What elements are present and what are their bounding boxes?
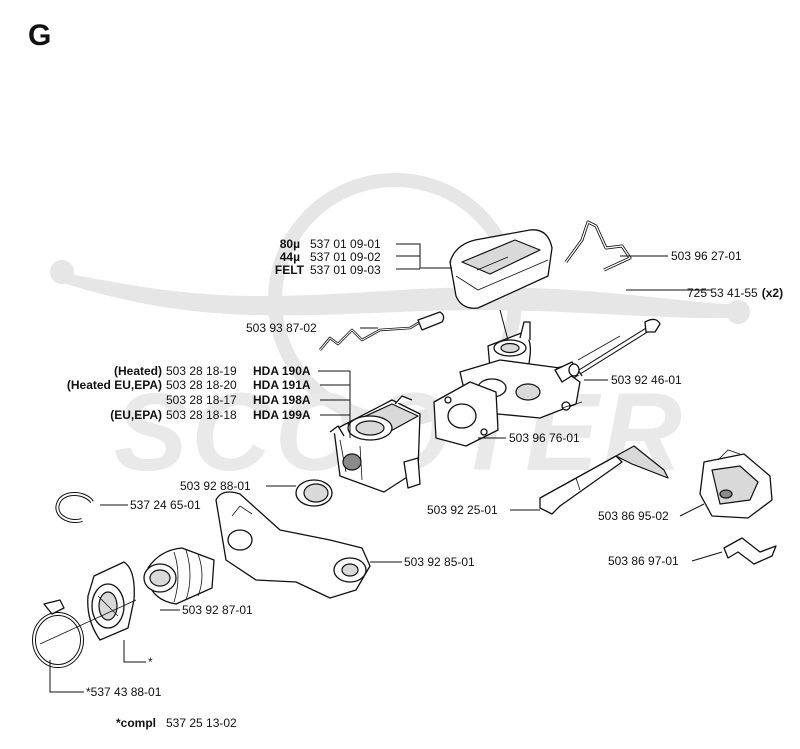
label-seal-ring: 503 92 88-01 <box>180 479 251 493</box>
side-cover <box>699 449 773 519</box>
sleeve <box>554 361 580 383</box>
label-circlip: 537 24 65-01 <box>130 498 201 512</box>
leader-lines <box>49 243 723 693</box>
label-carb-heated-eu-model: HDA 191A <box>253 378 311 392</box>
intake-flange <box>87 561 135 641</box>
label-carb-heated-model: HDA 190A <box>253 364 311 378</box>
label-filter-44-part: 537 01 09-02 <box>310 250 381 264</box>
wire-clip-top <box>564 220 632 272</box>
intake-manifold <box>215 491 371 599</box>
spring-plate <box>723 537 777 565</box>
label-filter-felt-prefix: FELT <box>275 263 305 277</box>
section-letter: G <box>28 19 51 52</box>
label-carb-198-model: HDA 198A <box>253 393 311 407</box>
label-clamp: *537 43 88-01 <box>86 685 162 699</box>
intake-hose <box>143 547 215 605</box>
label-carb-eu-note: (EU,EPA) <box>110 408 162 422</box>
label-lever: 503 92 25-01 <box>427 503 498 517</box>
label-filter-80-prefix: 80µ <box>280 237 300 251</box>
circlip <box>55 492 94 523</box>
label-gasket: 503 96 76-01 <box>509 431 580 445</box>
label-compl-part: 537 25 13-02 <box>166 716 237 730</box>
label-filter-44-prefix: 44µ <box>280 250 300 264</box>
label-star: * <box>148 655 153 669</box>
label-filter-felt-part: 537 01 09-03 <box>310 263 381 277</box>
label-clip-top: 503 96 27-01 <box>671 249 742 263</box>
label-carb-198-part: 503 28 18-17 <box>166 393 237 407</box>
label-carb-eu-part: 503 28 18-18 <box>166 408 237 422</box>
label-cover: 503 86 95-02 <box>598 509 669 523</box>
label-filter-80-part: 537 01 09-01 <box>310 237 381 251</box>
label-spring-plate: 503 86 97-01 <box>608 554 679 568</box>
label-carb-heated-eu-part: 503 28 18-20 <box>166 378 237 392</box>
label-wire: 503 93 87-02 <box>246 321 317 335</box>
bolt-long <box>568 318 661 381</box>
label-carb-heated-part: 503 28 18-19 <box>166 364 237 378</box>
label-sleeve: 503 92 46-01 <box>611 373 682 387</box>
label-carb-heated-eu-note: (Heated EU,EPA) <box>67 378 162 392</box>
label-intake: 503 92 85-01 <box>404 555 475 569</box>
label-carb-heated-note: (Heated) <box>114 364 162 378</box>
air-filter <box>449 229 553 309</box>
carburetor <box>329 395 421 493</box>
label-bolt-part: 725 53 41-55 <box>687 286 758 300</box>
gasket <box>433 381 499 447</box>
label-compl-prefix: *compl <box>116 716 156 730</box>
choke-wire <box>319 311 445 351</box>
hose-clamp <box>32 599 137 668</box>
label-carb-eu-model: HDA 199A <box>253 408 311 422</box>
seal-ring <box>295 479 333 507</box>
part-labels: 80µ 537 01 09-01 44µ 537 01 09-02 FELT 5… <box>67 237 783 730</box>
choke-lever <box>539 445 669 515</box>
label-hose: 503 92 87-01 <box>182 603 253 617</box>
label-bolt-qty: (x2) <box>762 286 783 300</box>
